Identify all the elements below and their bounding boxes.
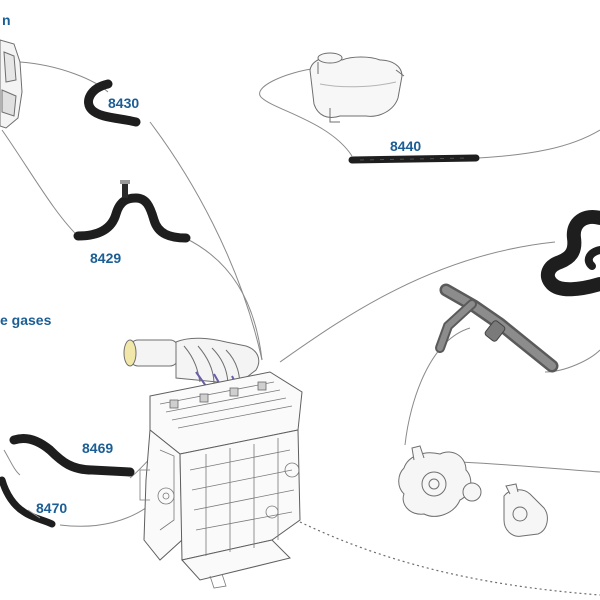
part-label-8469: 8469 [82, 440, 114, 456]
hose-8470-shape [0, 476, 56, 528]
caption-top-left-fragment: n [2, 12, 11, 28]
water-pump-part [398, 445, 482, 517]
leader-line-engine-right [279, 241, 556, 363]
coolant-reservoir-part [309, 52, 405, 123]
part-label-8440: 8440 [390, 138, 422, 154]
air-box-part [0, 39, 23, 129]
leader-line-8470 [59, 504, 151, 527]
thermostat-housing-part [503, 483, 548, 537]
part-label-8429: 8429 [90, 250, 122, 266]
radiator-hose-right [540, 210, 600, 297]
hose-8469-shape [9, 433, 135, 477]
coolant-pipe-part [435, 283, 559, 373]
leader-line-pipe [404, 327, 600, 446]
part-label-8430: 8430 [108, 95, 140, 111]
hose-8429-shape [73, 180, 191, 243]
engine-part [123, 337, 303, 589]
leader-line-8440-right [477, 129, 600, 159]
part-label-8470: 8470 [36, 500, 68, 516]
caption-mid-left-fragment: e gases [0, 312, 52, 328]
leader-line-8440-top [259, 67, 353, 157]
hose-8440-shape [348, 154, 480, 164]
leader-line-dotted [299, 521, 600, 596]
leader-line-left-hose [3, 449, 21, 476]
hose-8430-shape [84, 79, 141, 127]
leader-lines [1, 61, 600, 527]
leader-line-8429 [1, 129, 263, 361]
leader-line-pump [459, 461, 600, 473]
